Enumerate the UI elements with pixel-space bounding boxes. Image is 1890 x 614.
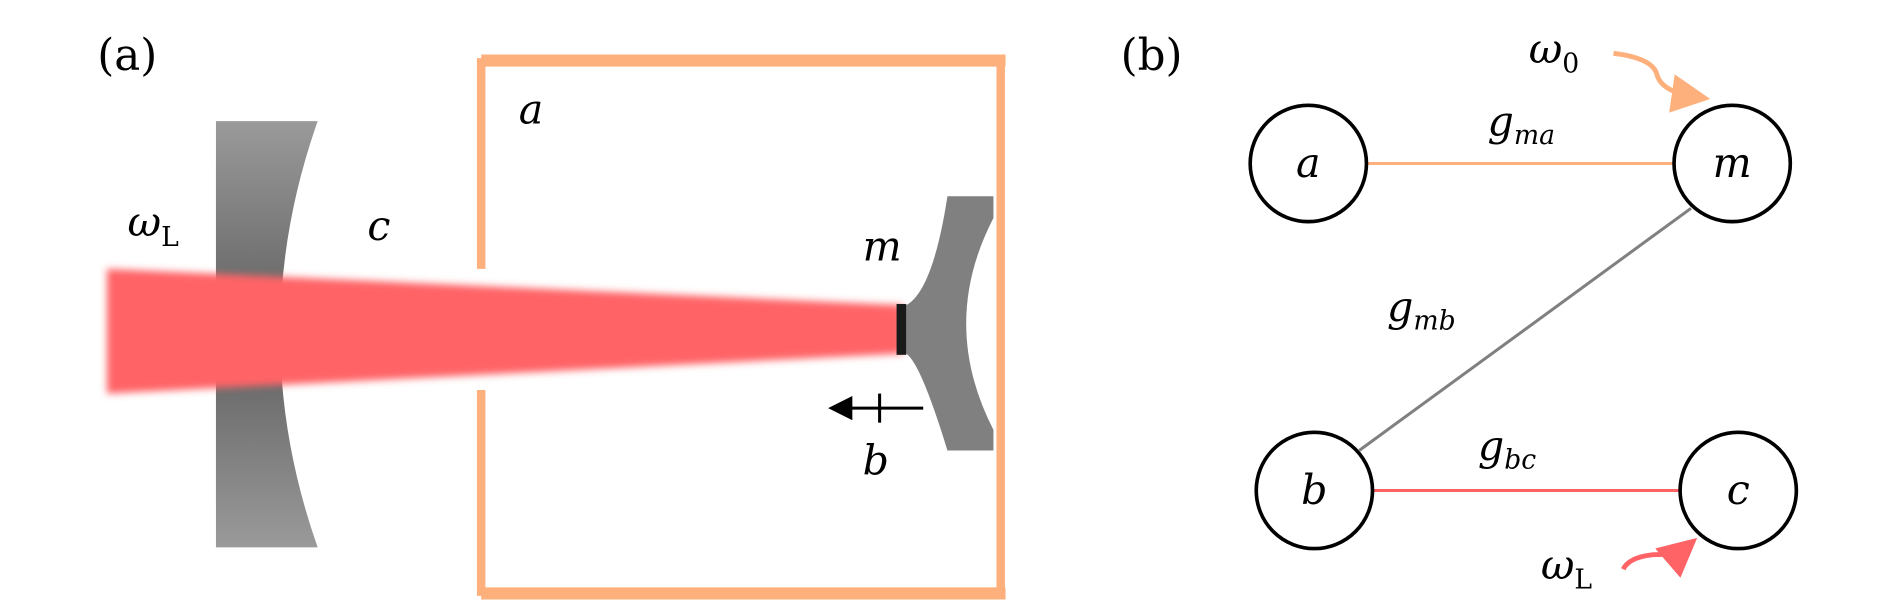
panel-b-label: (b) [1121, 31, 1183, 81]
drive-arrow-omegaL-icon [1621, 537, 1698, 578]
node-c: c [1678, 430, 1799, 551]
laser-label: ωL [128, 198, 180, 253]
yig-mirror [906, 196, 994, 451]
svg-text:m: m [1713, 139, 1752, 187]
svg-text:b: b [1301, 466, 1327, 514]
displacement-arrow-icon [828, 393, 924, 423]
panel-a-label: (a) [97, 31, 157, 81]
drive-label-omega0: ω0 [1529, 25, 1580, 80]
microwave-mode-label: a [519, 86, 544, 134]
phonon-mode-label: b [863, 437, 889, 485]
svg-text:a: a [1296, 139, 1321, 187]
coupling-label-gmb: gmb [1387, 283, 1456, 336]
magnon-mode-label: m [863, 222, 902, 270]
drive-label-omegaL: ωL [1541, 541, 1593, 596]
node-m: m [1672, 103, 1793, 224]
panel-b: (b) a m b c gma gmb gbc ω0 ωL [1121, 25, 1799, 596]
coupling-label-gbc: gbc [1478, 422, 1536, 475]
laser-beam [106, 268, 903, 394]
membrane [896, 303, 907, 355]
node-a: a [1248, 103, 1369, 224]
drive-arrow-omega0-icon [1613, 50, 1711, 113]
svg-text:c: c [1727, 466, 1750, 514]
coupling-label-gma: gma [1488, 98, 1555, 151]
node-b: b [1254, 430, 1375, 551]
microwave-cavity [476, 54, 1006, 600]
optical-mode-label: c [367, 202, 390, 250]
panel-a: (a) ωL c a m b [97, 31, 1006, 600]
coupling-line-mb [1358, 207, 1692, 452]
